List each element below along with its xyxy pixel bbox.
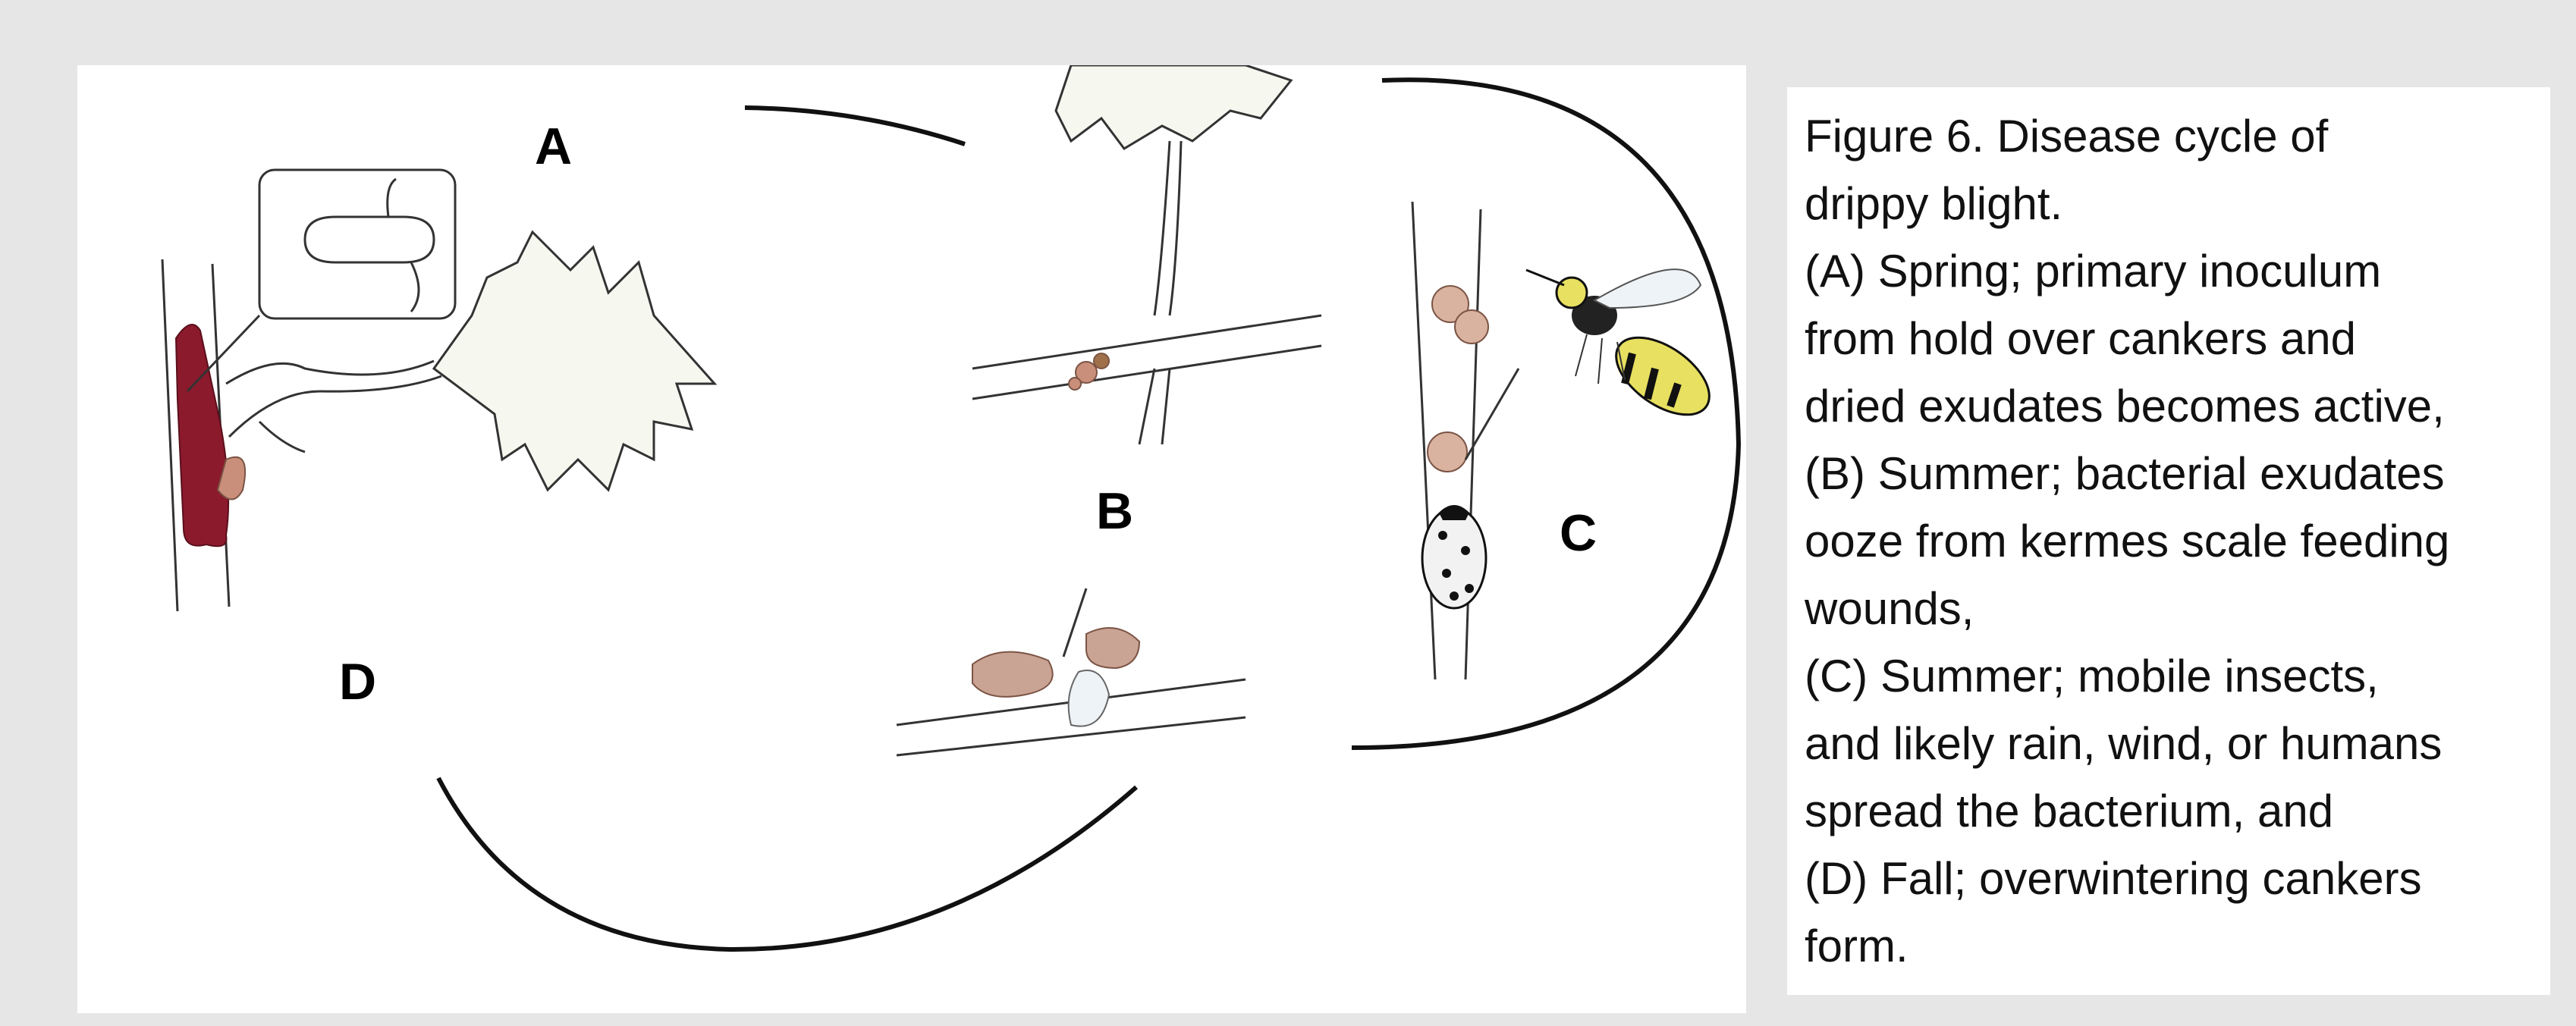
stage-c-illustration: [1412, 202, 1723, 679]
bacterium-inset-box: [259, 170, 455, 318]
stage-label-a: A: [535, 118, 572, 175]
caption-line: (B) Summer; bacterial exudates: [1805, 440, 2556, 507]
caption-line: ooze from kermes scale feeding: [1805, 507, 2556, 575]
caption-line: Figure 6. Disease cycle of: [1805, 102, 2556, 170]
caption-line: drippy blight.: [1805, 170, 2556, 237]
stage-label-d: D: [339, 653, 376, 711]
wasp: [1526, 269, 1723, 430]
exudate-drip: [1069, 670, 1109, 726]
stage-label-c: C: [1560, 504, 1597, 562]
oak-leaf-b: [1056, 65, 1291, 149]
oak-leaf-a: [434, 232, 715, 490]
stage-label-b: B: [1096, 482, 1133, 540]
exudate-blob-2: [1086, 628, 1139, 668]
caption-line: (D) Fall; overwintering cankers: [1805, 845, 2556, 912]
cycle-arc-top: [745, 108, 965, 144]
stage-b-illustration: [897, 65, 1321, 755]
disease-cycle-diagram: A B C D: [77, 65, 1746, 1013]
caption-line: (C) Summer; mobile insects,: [1805, 642, 2556, 710]
disease-cycle-figure: A B C D: [77, 65, 1746, 1013]
caption-line: form.: [1805, 912, 2556, 980]
stage-a-stem-illustration: [162, 170, 715, 611]
caption-line: (A) Spring; primary inoculum: [1805, 237, 2556, 305]
caption-line: spread the bacterium, and: [1805, 777, 2556, 845]
figure-caption: Figure 6. Disease cycle of drippy blight…: [1805, 102, 2556, 980]
exudate-blob-1: [972, 652, 1053, 697]
cycle-arc-bottom: [438, 778, 1136, 949]
caption-line: and likely rain, wind, or humans: [1805, 710, 2556, 777]
caption-line: dried exudates becomes active,: [1805, 372, 2556, 440]
caption-panel: Figure 6. Disease cycle of drippy blight…: [1787, 87, 2550, 995]
caption-line: from hold over cankers and: [1805, 305, 2556, 372]
caption-line: wounds,: [1805, 575, 2556, 642]
